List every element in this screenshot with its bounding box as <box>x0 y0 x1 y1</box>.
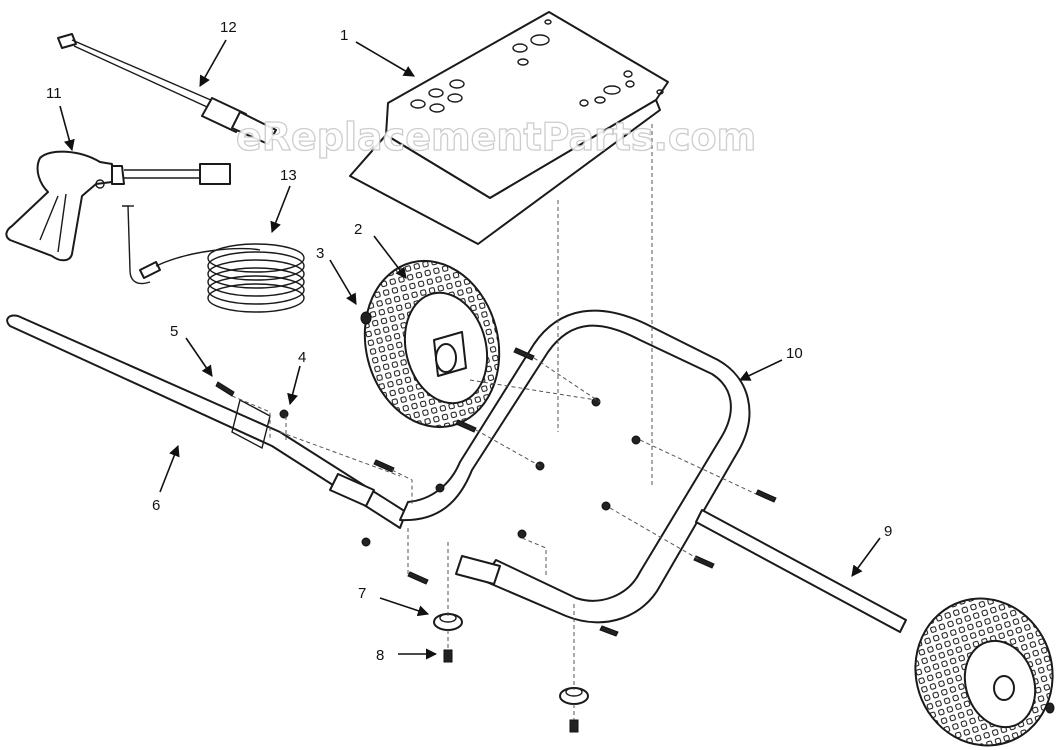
part-10-frame <box>399 309 751 624</box>
callout-8: 8 <box>376 647 384 664</box>
part-3-nut <box>360 311 372 325</box>
hardware-bolts <box>215 347 777 637</box>
watermark-text: eReplacementParts.com <box>236 115 756 159</box>
callout-3: 3 <box>316 245 324 262</box>
callout-2: 2 <box>354 221 362 238</box>
callout-11: 11 <box>46 85 62 102</box>
part-8-screw <box>443 649 579 733</box>
callout-6: 6 <box>152 497 160 514</box>
part-2-wheel <box>363 259 501 429</box>
callout-10: 10 <box>786 345 803 362</box>
callout-12: 12 <box>220 19 237 36</box>
callout-7: 7 <box>358 585 366 602</box>
callout-1: 1 <box>340 27 348 44</box>
callout-arrows <box>59 39 881 660</box>
part-13-hose <box>122 205 305 313</box>
part-9-axle <box>695 509 907 633</box>
callout-9: 9 <box>884 523 892 540</box>
part-7-rubber-foot <box>433 613 589 705</box>
part-2-wheel-right <box>914 597 1055 747</box>
assembly-lines <box>231 124 757 720</box>
callout-13: 13 <box>280 167 297 184</box>
part-6-handle <box>6 314 407 529</box>
part-1-control-panel <box>349 11 669 245</box>
part-12-spray-lance <box>57 33 277 145</box>
callout-4: 4 <box>298 349 306 366</box>
part-11-spray-gun <box>5 150 231 262</box>
callout-labels: 1 2 3 4 5 6 7 8 9 10 11 12 13 <box>46 19 892 664</box>
callout-5: 5 <box>170 323 178 340</box>
